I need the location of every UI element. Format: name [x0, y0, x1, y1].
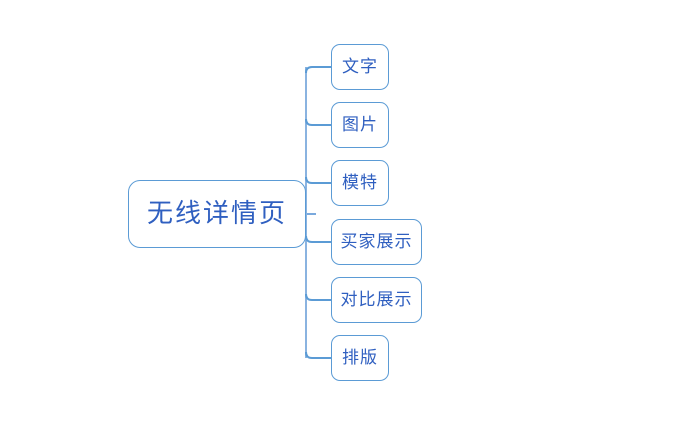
connector-branch-2	[305, 118, 331, 126]
connector-branch-4	[305, 235, 331, 243]
child-node-6[interactable]: 排版	[331, 335, 389, 381]
child-node-2[interactable]: 图片	[331, 102, 389, 148]
child-node-3[interactable]: 模特	[331, 160, 389, 206]
connector-branch-1	[305, 66, 331, 74]
child-node-3-label: 模特	[342, 172, 378, 193]
child-node-1[interactable]: 文字	[331, 44, 389, 90]
child-node-1-label: 文字	[342, 56, 378, 77]
child-node-5[interactable]: 对比展示	[331, 277, 422, 323]
root-node[interactable]: 无线详情页	[128, 180, 306, 248]
child-node-5-label: 对比展示	[340, 289, 413, 310]
child-node-4[interactable]: 买家展示	[331, 219, 422, 265]
connector-branch-5	[305, 293, 331, 301]
connector-branch-6	[305, 351, 331, 359]
child-node-2-label: 图片	[342, 114, 378, 135]
connector-branch-3	[305, 176, 331, 184]
child-node-4-label: 买家展示	[340, 231, 413, 252]
child-node-6-label: 排版	[342, 347, 378, 368]
root-node-label: 无线详情页	[146, 199, 287, 229]
